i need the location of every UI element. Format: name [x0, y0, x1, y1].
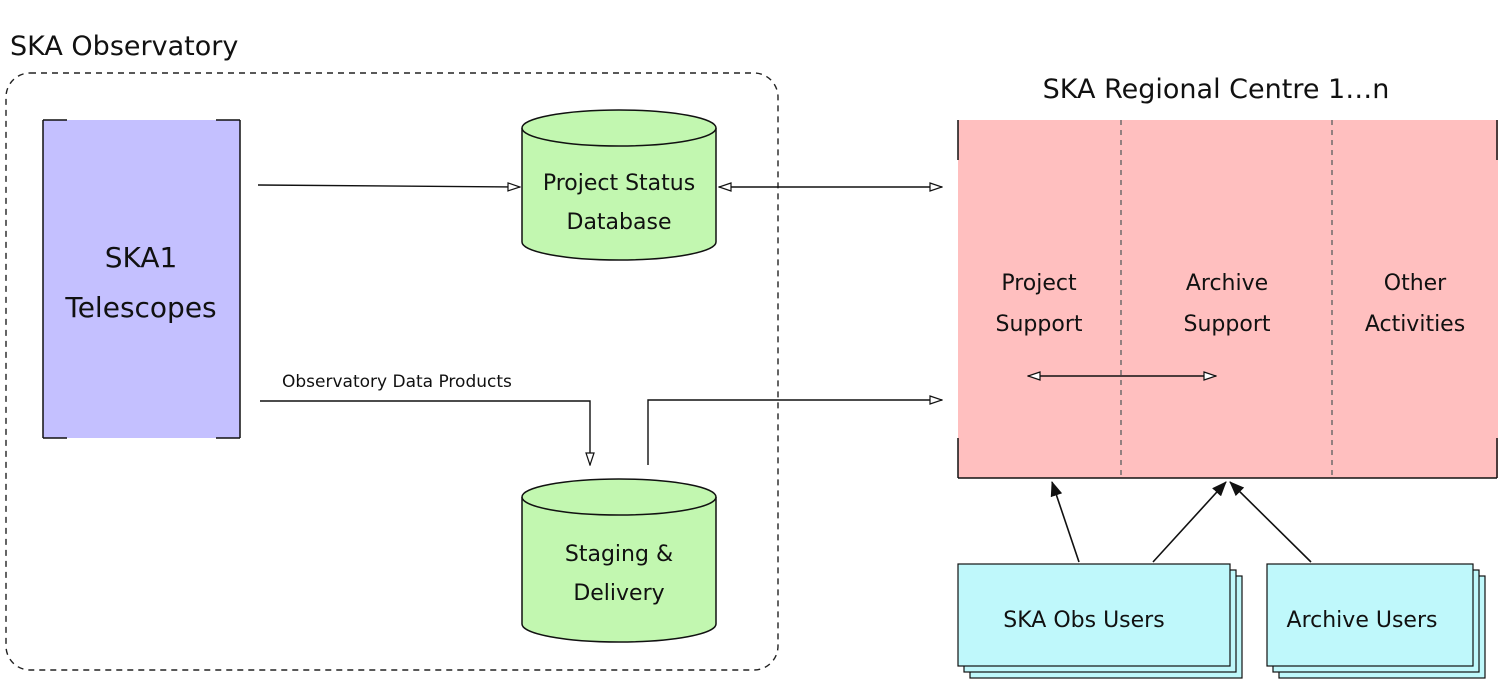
project-support-line2: Support	[996, 312, 1083, 337]
staging-delivery-database: Staging & Delivery	[521, 478, 717, 643]
archive-users-box	[1266, 563, 1474, 667]
archive-users-label: Archive Users	[1287, 608, 1438, 633]
arrow-archive-users-to-archive-support	[1229, 481, 1312, 563]
project-status-label-line1: Project Status	[543, 171, 695, 196]
regional-centre-box: Project Support Archive Support Other Ac…	[957, 120, 1498, 479]
ska-obs-users-box	[957, 563, 1231, 667]
telescopes-label-line2: Telescopes	[64, 291, 216, 324]
arrow-telescopes-to-status-db	[257, 185, 520, 187]
telescopes-box: SKA1 Telescopes	[42, 119, 241, 439]
regional-centre-fill	[958, 120, 1498, 478]
regional-centre-title: SKA Regional Centre 1…n	[1043, 74, 1390, 105]
telescopes-label-line1: SKA1	[105, 241, 178, 274]
arrow-telescopes-to-staging	[260, 400, 590, 465]
observatory-title: SKA Observatory	[10, 31, 238, 62]
project-support-line1: Project	[1001, 271, 1077, 296]
archive-support-line2: Support	[1184, 312, 1271, 337]
ska-obs-users-stack: SKA Obs Users	[957, 563, 1243, 679]
other-activities-line2: Activities	[1365, 312, 1465, 337]
archive-users-stack: Archive Users	[1266, 563, 1486, 679]
data-products-label: Observatory Data Products	[282, 372, 512, 392]
other-activities-line1: Other	[1384, 271, 1447, 296]
project-status-database: Project Status Database	[521, 109, 717, 261]
telescopes-fill	[43, 120, 240, 438]
observatory-boundary	[5, 72, 779, 671]
ska-obs-users-label: SKA Obs Users	[1003, 608, 1164, 633]
arrow-obs-users-to-project-support	[1050, 481, 1080, 563]
arrow-obs-users-to-archive-support	[1152, 481, 1227, 563]
arrow-staging-to-regional	[647, 400, 942, 465]
staging-label-line1: Staging &	[565, 542, 673, 567]
project-status-label-line2: Database	[567, 210, 672, 235]
staging-label-line2: Delivery	[573, 581, 664, 606]
archive-support-line1: Archive	[1186, 271, 1268, 296]
